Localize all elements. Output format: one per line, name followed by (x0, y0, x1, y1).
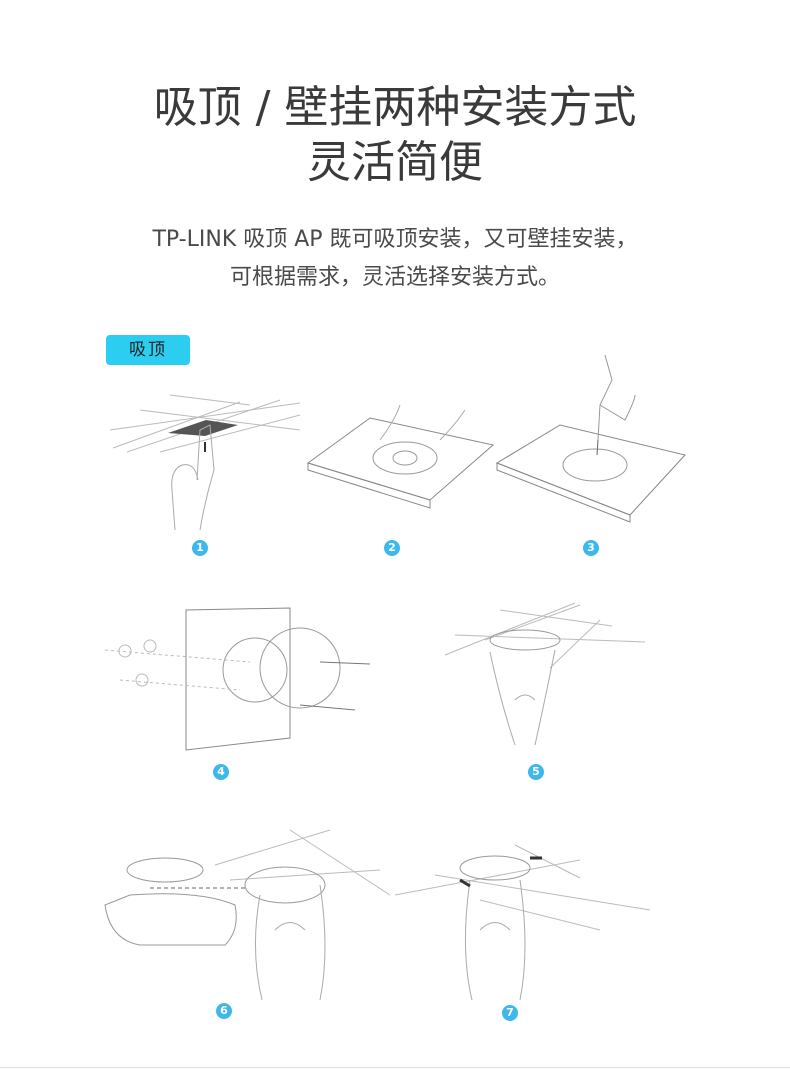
step3-illustration (495, 354, 686, 523)
step1-illustration (109, 394, 301, 531)
step-number-2: 2 (384, 540, 400, 556)
step5-illustration (444, 602, 646, 746)
step7-illustration (394, 844, 651, 1001)
step-number-6: 6 (216, 1003, 232, 1019)
bottom-divider (0, 1067, 790, 1068)
step4-illustration (104, 607, 371, 751)
step-number-7: 7 (502, 1005, 518, 1021)
step-number-1: 1 (192, 540, 208, 556)
subtitle-line2: 可根据需求，灵活选择安装方式。 (229, 265, 560, 290)
step-number-5: 5 (528, 764, 544, 780)
page-title-line1: 吸顶 / 壁挂两种安装方式 (153, 82, 637, 133)
step2-illustration (306, 404, 495, 509)
ceiling-mount-badge: 吸顶 (106, 335, 190, 365)
subtitle-line1: TP-LINK 吸顶 AP 既可吸顶安装，又可壁挂安装， (152, 227, 638, 252)
step-number-4: 4 (213, 764, 229, 780)
step-number-3: 3 (583, 540, 599, 556)
page-title-line2: 灵活简便 (307, 137, 483, 188)
step6-illustration (104, 829, 391, 1001)
